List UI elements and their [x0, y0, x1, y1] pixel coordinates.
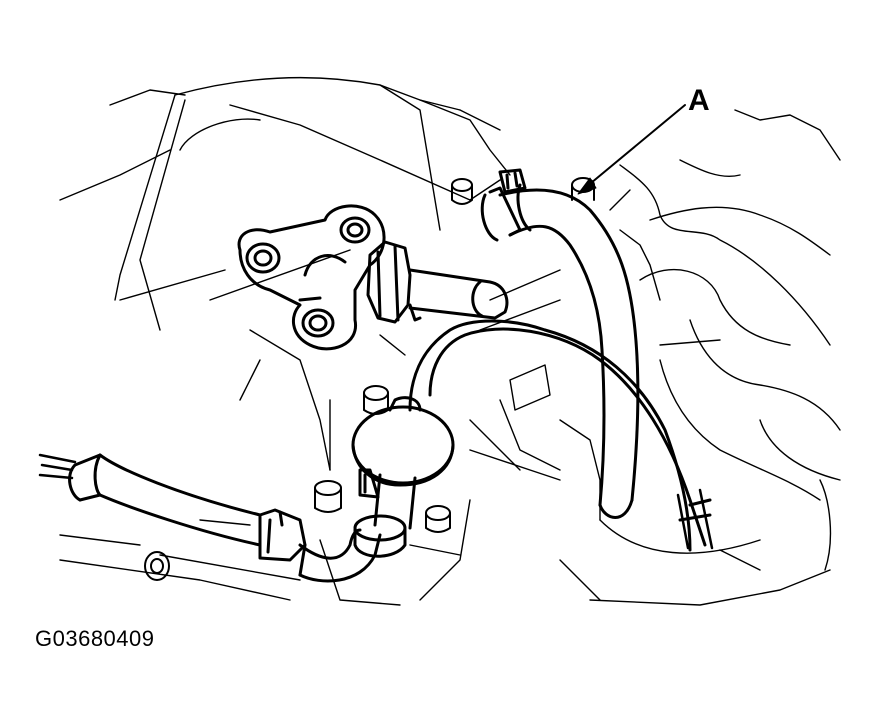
- engine-block-outline: [59, 76, 561, 481]
- lower-hose: [68, 453, 382, 583]
- hose-end: [676, 488, 714, 550]
- pipe-fitting: [366, 240, 509, 324]
- bolts: [144, 177, 595, 581]
- callout-leader: [577, 104, 686, 195]
- lower-bracket: [59, 499, 471, 606]
- cable: [38, 453, 77, 480]
- flange-bracket: [237, 204, 386, 351]
- vacuum-valve: [351, 396, 455, 558]
- right-engine-contour: [559, 109, 841, 606]
- hose-a: [480, 168, 640, 519]
- figure-code: G03680409: [35, 626, 155, 651]
- vacuum-line: [408, 319, 712, 552]
- callout-label-a: A: [688, 84, 710, 117]
